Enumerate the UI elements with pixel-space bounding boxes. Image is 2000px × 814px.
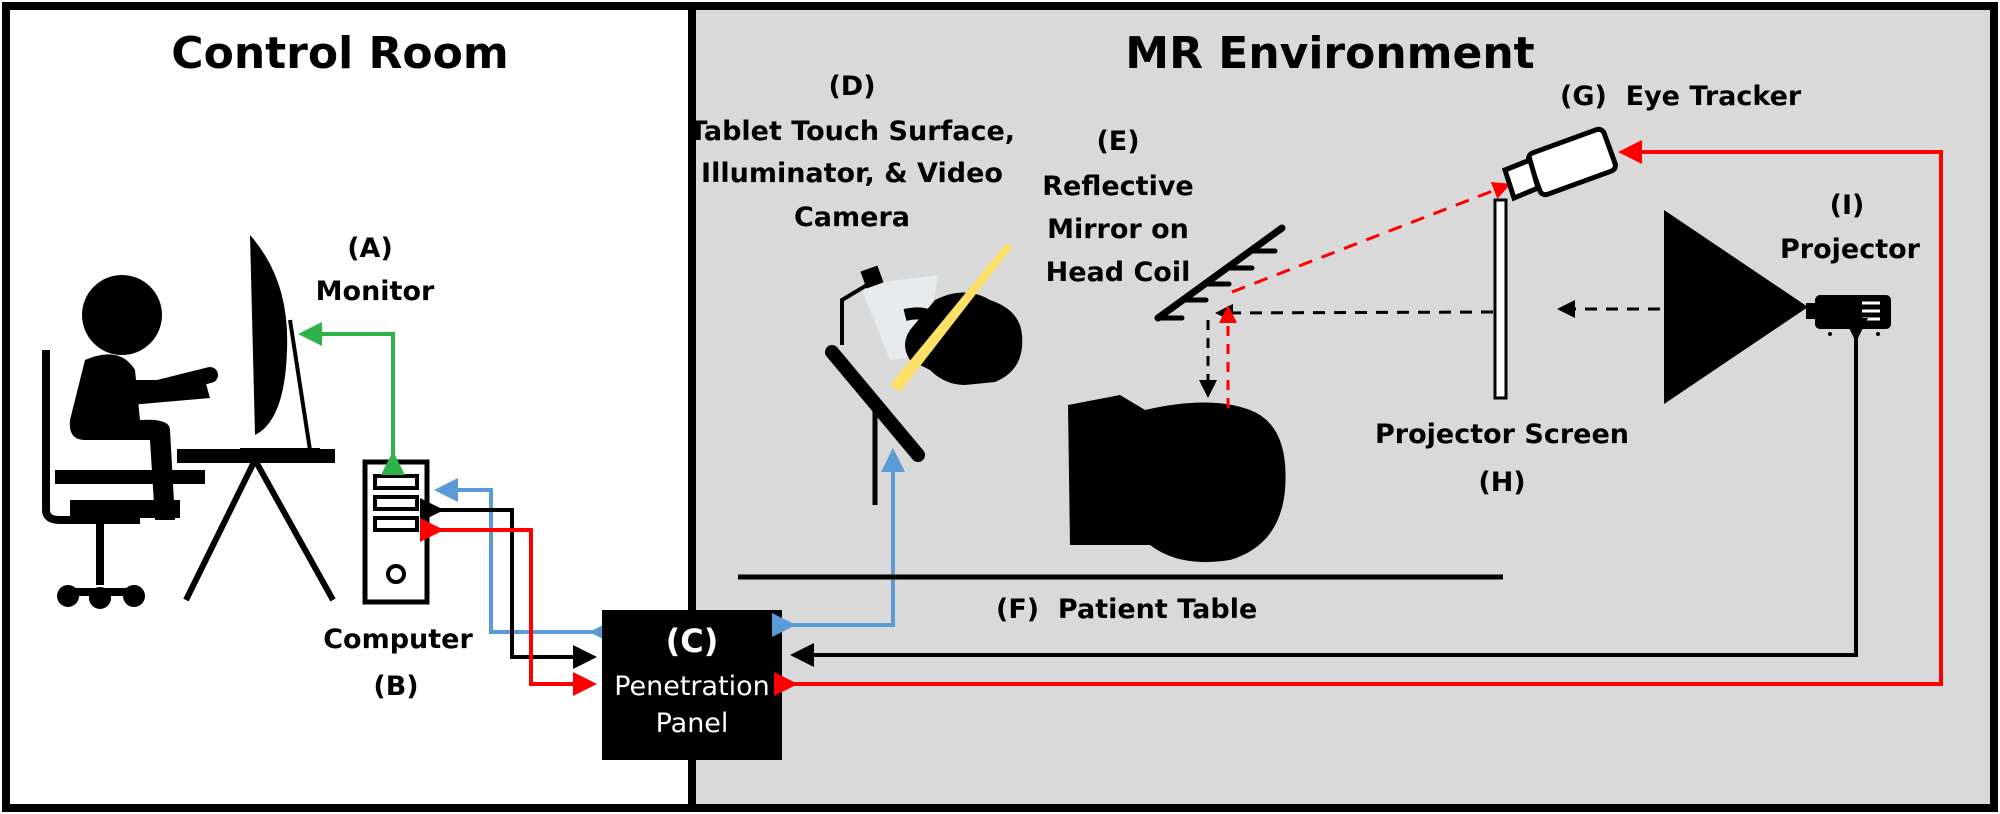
patient-head-icon [1068, 395, 1286, 563]
mirror-label-line3: Head Coil [1046, 257, 1191, 288]
projector-screen [1493, 198, 1508, 400]
tablet-label-line3: Camera [794, 202, 910, 233]
computer-letter: (B) [373, 671, 418, 702]
projector-screen-letter: (H) [1478, 467, 1525, 498]
projector-label: Projector [1780, 234, 1921, 265]
projector-letter: (I) [1830, 190, 1865, 221]
penetration-panel-line2: Panel [656, 708, 729, 739]
tablet-label-line1: Tablet Touch Surface, [689, 116, 1015, 147]
monitor-cable-arrow [298, 322, 405, 475]
penetration-panel-letter: (C) [666, 622, 719, 660]
office-chair-icon [42, 350, 145, 609]
penetration-panel [602, 610, 782, 760]
mirror-letter: (E) [1096, 126, 1139, 157]
tablet-letter: (D) [828, 71, 875, 102]
monitor-letter: (A) [347, 233, 393, 264]
projector-screen-label: Projector Screen [1375, 419, 1629, 450]
control-room-title: Control Room [171, 28, 508, 79]
monitor-label: Monitor [316, 276, 435, 307]
computer-label: Computer [323, 624, 473, 655]
mirror-label-line2: Mirror on [1047, 214, 1189, 245]
eyetracker-red-cable [774, 140, 1943, 696]
eye-tracker-label: (G) Eye Tracker [1560, 81, 1802, 112]
computer-red-cable [420, 518, 597, 696]
computer-tower-icon [362, 459, 430, 605]
penetration-panel-line1: Penetration [614, 671, 770, 702]
mirror-label-line1: Reflective [1042, 171, 1194, 202]
patient-table-label: (F) Patient Table [996, 594, 1257, 625]
tablet-label-line2: Illuminator, & Video [701, 158, 1003, 189]
mr-environment-title: MR Environment [1125, 28, 1534, 79]
operator-silhouette-icon [55, 275, 218, 520]
